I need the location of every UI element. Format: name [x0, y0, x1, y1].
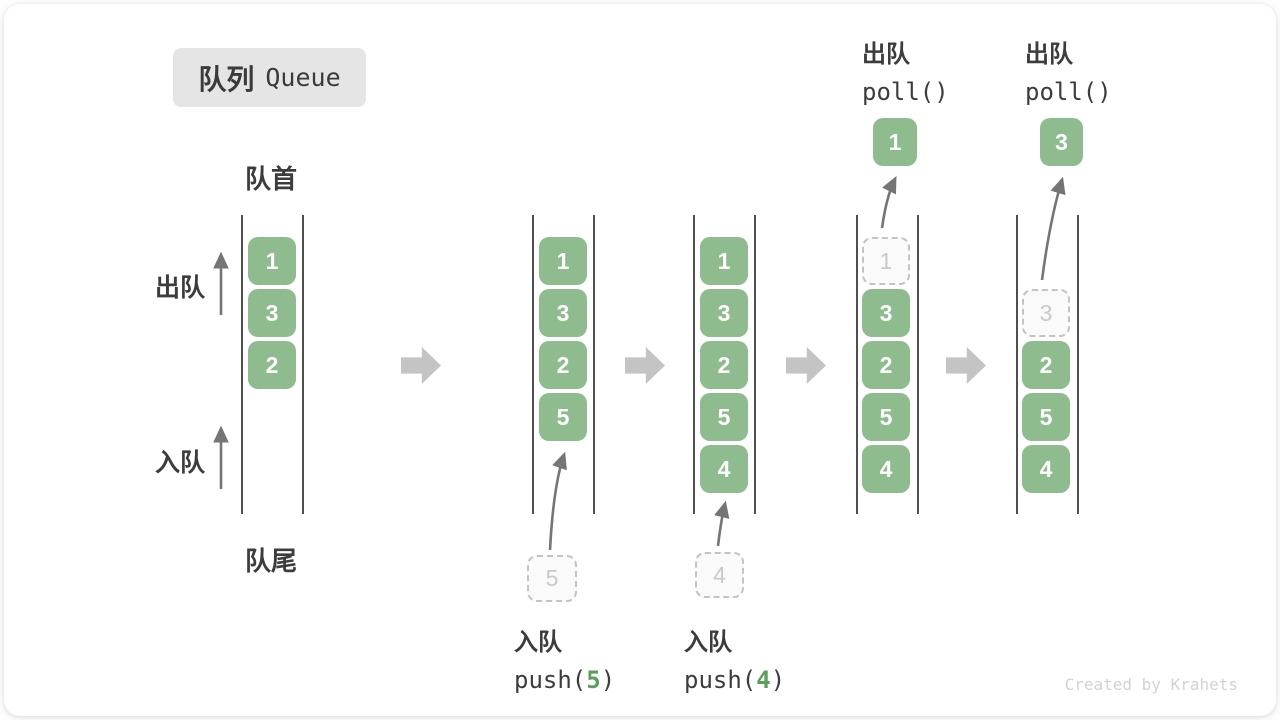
queue2-cell: 3	[539, 289, 587, 337]
code-fn: push(	[684, 666, 757, 694]
code-close: )	[770, 666, 786, 694]
queue3-left-rail	[693, 215, 695, 514]
poll2-caption-zh: 出队	[1025, 41, 1073, 68]
title-zh: 队列	[198, 63, 255, 95]
code-close: )	[600, 666, 616, 694]
queue1-cell: 1	[248, 237, 296, 285]
queue3-incoming-cell: 4	[695, 552, 744, 598]
queue4-popped-cell: 1	[873, 118, 917, 166]
watermark: Created by Krahets	[1064, 675, 1238, 694]
poll2-caption: 出队 poll()	[1025, 34, 1112, 106]
queue-rear-label: 队尾	[245, 546, 298, 576]
queue-front-label: 队首	[245, 164, 298, 194]
queue5-cell: 4	[1022, 445, 1070, 493]
queue3-cell: 5	[700, 393, 748, 441]
queue4-removed-slot: 1	[862, 237, 910, 285]
queue2-right-rail	[593, 215, 595, 514]
queue4-right-rail	[917, 215, 919, 514]
queue2-cell: 5	[539, 393, 587, 441]
queue2-left-rail	[532, 215, 534, 514]
queue4-left-rail	[856, 215, 858, 514]
queue3-cell: 3	[700, 289, 748, 337]
code-fn: push(	[514, 666, 587, 694]
queue5-removed-slot: 3	[1022, 289, 1070, 337]
push4-caption: 入队 push(4)	[684, 622, 785, 694]
queue3-cell: 4	[700, 445, 748, 493]
queue3-cell: 2	[700, 341, 748, 389]
queue1-cell: 2	[248, 341, 296, 389]
figure-card: 队列 Queue 队首 队尾 出队 入队 1 3 2	[4, 4, 1276, 716]
poll1-caption-code: poll()	[862, 78, 949, 106]
poll1-caption-zh: 出队	[862, 41, 910, 68]
queue1-left-rail	[241, 215, 243, 514]
push5-caption: 入队 push(5)	[514, 622, 615, 694]
queue1-right-rail	[302, 215, 304, 514]
push5-caption-zh: 入队	[514, 629, 562, 656]
queue2-cell: 2	[539, 341, 587, 389]
poll1-motion-arrow-icon	[880, 175, 897, 229]
queue4-cell: 5	[862, 393, 910, 441]
queue4-cell: 4	[862, 445, 910, 493]
push4-caption-zh: 入队	[684, 629, 732, 656]
poll1-caption: 出队 poll()	[862, 34, 949, 106]
poll2-caption-code: poll()	[1025, 78, 1112, 106]
dequeue-direction-label: 出队	[155, 274, 206, 302]
queue5-cell: 5	[1022, 393, 1070, 441]
push5-motion-arrow-icon	[548, 451, 567, 551]
queue2-cell: 1	[539, 237, 587, 285]
transition-arrow-icon	[786, 347, 826, 384]
transition-arrow-icon	[946, 347, 986, 384]
push4-caption-code: push(4)	[684, 666, 785, 694]
poll3-motion-arrow-icon	[1040, 176, 1066, 281]
queue1-cell: 3	[248, 289, 296, 337]
queue3-cell: 1	[700, 237, 748, 285]
queue5-right-rail	[1077, 215, 1079, 514]
push5-caption-code: push(5)	[514, 666, 615, 694]
code-arg: 5	[586, 666, 601, 694]
queue5-popped-cell: 3	[1040, 118, 1083, 166]
code-arg: 4	[756, 666, 771, 694]
figure-title: 队列 Queue	[173, 48, 366, 107]
queue5-left-rail	[1016, 215, 1018, 514]
queue2-incoming-cell: 5	[527, 555, 577, 602]
transition-arrow-icon	[625, 347, 665, 384]
queue3-right-rail	[754, 215, 756, 514]
title-en: Queue	[265, 63, 341, 92]
queue4-cell: 3	[862, 289, 910, 337]
queue4-cell: 2	[862, 341, 910, 389]
push4-motion-arrow-icon	[714, 500, 730, 547]
transition-arrow-icon	[401, 347, 441, 384]
enqueue-direction-label: 入队	[155, 449, 206, 477]
queue5-cell: 2	[1022, 341, 1070, 389]
